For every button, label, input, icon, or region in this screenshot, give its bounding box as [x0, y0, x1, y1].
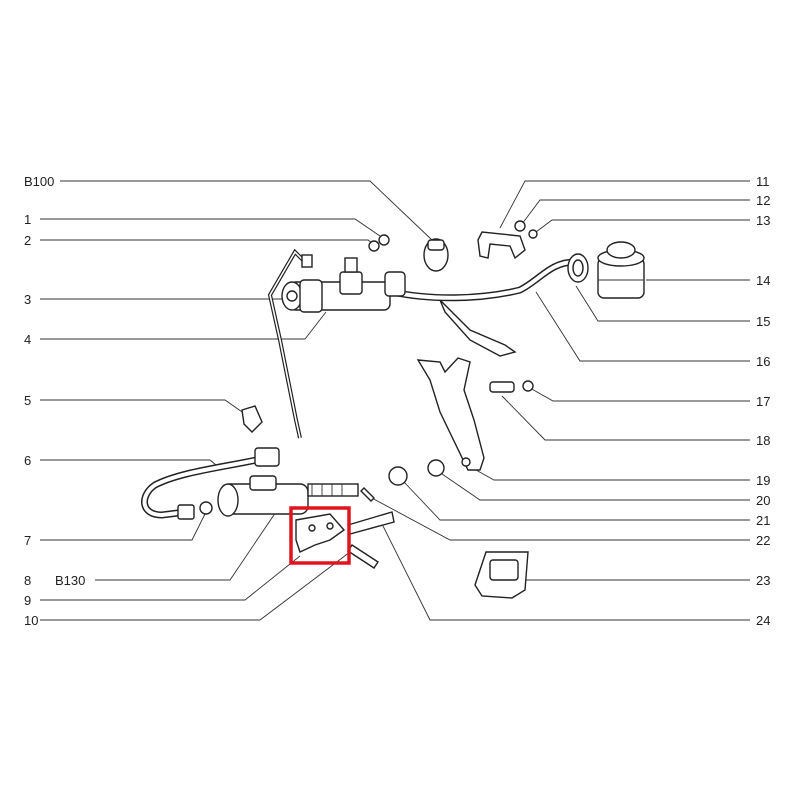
leader-2 [40, 239, 377, 247]
label-5: 5 [24, 393, 31, 408]
reservoir-hose [388, 258, 579, 302]
pedal-mount [423, 238, 517, 357]
leader-20 [441, 473, 750, 501]
label-23: 23 [756, 573, 770, 588]
nut-1 [378, 234, 390, 246]
leader-7 [40, 511, 207, 541]
support-bracket [477, 231, 526, 260]
label-1: 1 [24, 212, 31, 227]
parts [141, 220, 645, 599]
cylinder-bracket [295, 513, 346, 553]
nut-21 [427, 459, 445, 477]
leader-12 [521, 199, 750, 225]
label-13: 13 [756, 213, 770, 228]
pipe-clip [241, 405, 263, 433]
washer-13 [528, 229, 538, 239]
bushing-20 [388, 466, 408, 486]
leader-6 [40, 459, 223, 471]
washer-7 [199, 501, 213, 515]
leader-5 [40, 399, 246, 415]
bolt-10 [347, 544, 379, 569]
leader-1 [40, 218, 381, 237]
right-labels: 11 12 13 14 15 16 17 18 19 20 21 22 23 2… [756, 174, 770, 628]
label-15: 15 [756, 314, 770, 329]
rubber-boot [474, 551, 529, 599]
label-4: 4 [24, 332, 31, 347]
leader-18 [501, 395, 750, 441]
nut-12 [514, 220, 526, 232]
label-8: 8 [24, 573, 31, 588]
leader-17 [529, 387, 750, 402]
leader-11 [499, 180, 750, 229]
label-B130: B130 [55, 573, 85, 588]
label-11: 11 [756, 174, 770, 189]
leader-24 [379, 519, 750, 621]
washer-2 [368, 240, 380, 252]
leader-16 [535, 291, 750, 362]
label-7: 7 [24, 533, 31, 548]
hose-end [254, 447, 280, 467]
master-cylinder [281, 254, 391, 313]
label-22: 22 [756, 533, 770, 548]
leader-8 [95, 505, 281, 581]
release-fork [416, 357, 485, 471]
hose-clamp [567, 253, 589, 283]
label-17: 17 [756, 394, 770, 409]
label-18: 18 [756, 433, 770, 448]
label-3: 3 [24, 292, 31, 307]
label-19: 19 [756, 473, 770, 488]
leader-B100 [60, 180, 433, 241]
label-B100: B100 [24, 174, 54, 189]
highlight-box [289, 506, 351, 565]
label-20: 20 [756, 493, 770, 508]
boot-clamp [384, 271, 406, 297]
left-labels: B100 1 2 3 4 5 6 7 8 B130 9 10 [24, 174, 85, 628]
fluid-reservoir [597, 241, 645, 299]
label-14: 14 [756, 273, 770, 288]
leader-13 [535, 219, 750, 233]
label-10: 10 [24, 613, 38, 628]
leader-15 [575, 285, 750, 322]
leader-19 [475, 469, 750, 481]
return-spring [347, 511, 395, 535]
label-6: 6 [24, 453, 31, 468]
leader-9 [40, 555, 301, 601]
rigid-pipe [267, 248, 307, 439]
label-9: 9 [24, 593, 31, 608]
label-24: 24 [756, 613, 770, 628]
label-21: 21 [756, 513, 770, 528]
leader-lines [40, 180, 750, 621]
label-2: 2 [24, 233, 31, 248]
label-12: 12 [756, 193, 770, 208]
pin-22 [360, 487, 375, 502]
leader-4 [40, 311, 327, 340]
leader-21 [403, 481, 750, 521]
leader-22 [369, 496, 750, 541]
bleed-screw [489, 380, 534, 393]
slave-cylinder [217, 475, 359, 517]
label-16: 16 [756, 354, 770, 369]
leader-10 [40, 551, 351, 621]
